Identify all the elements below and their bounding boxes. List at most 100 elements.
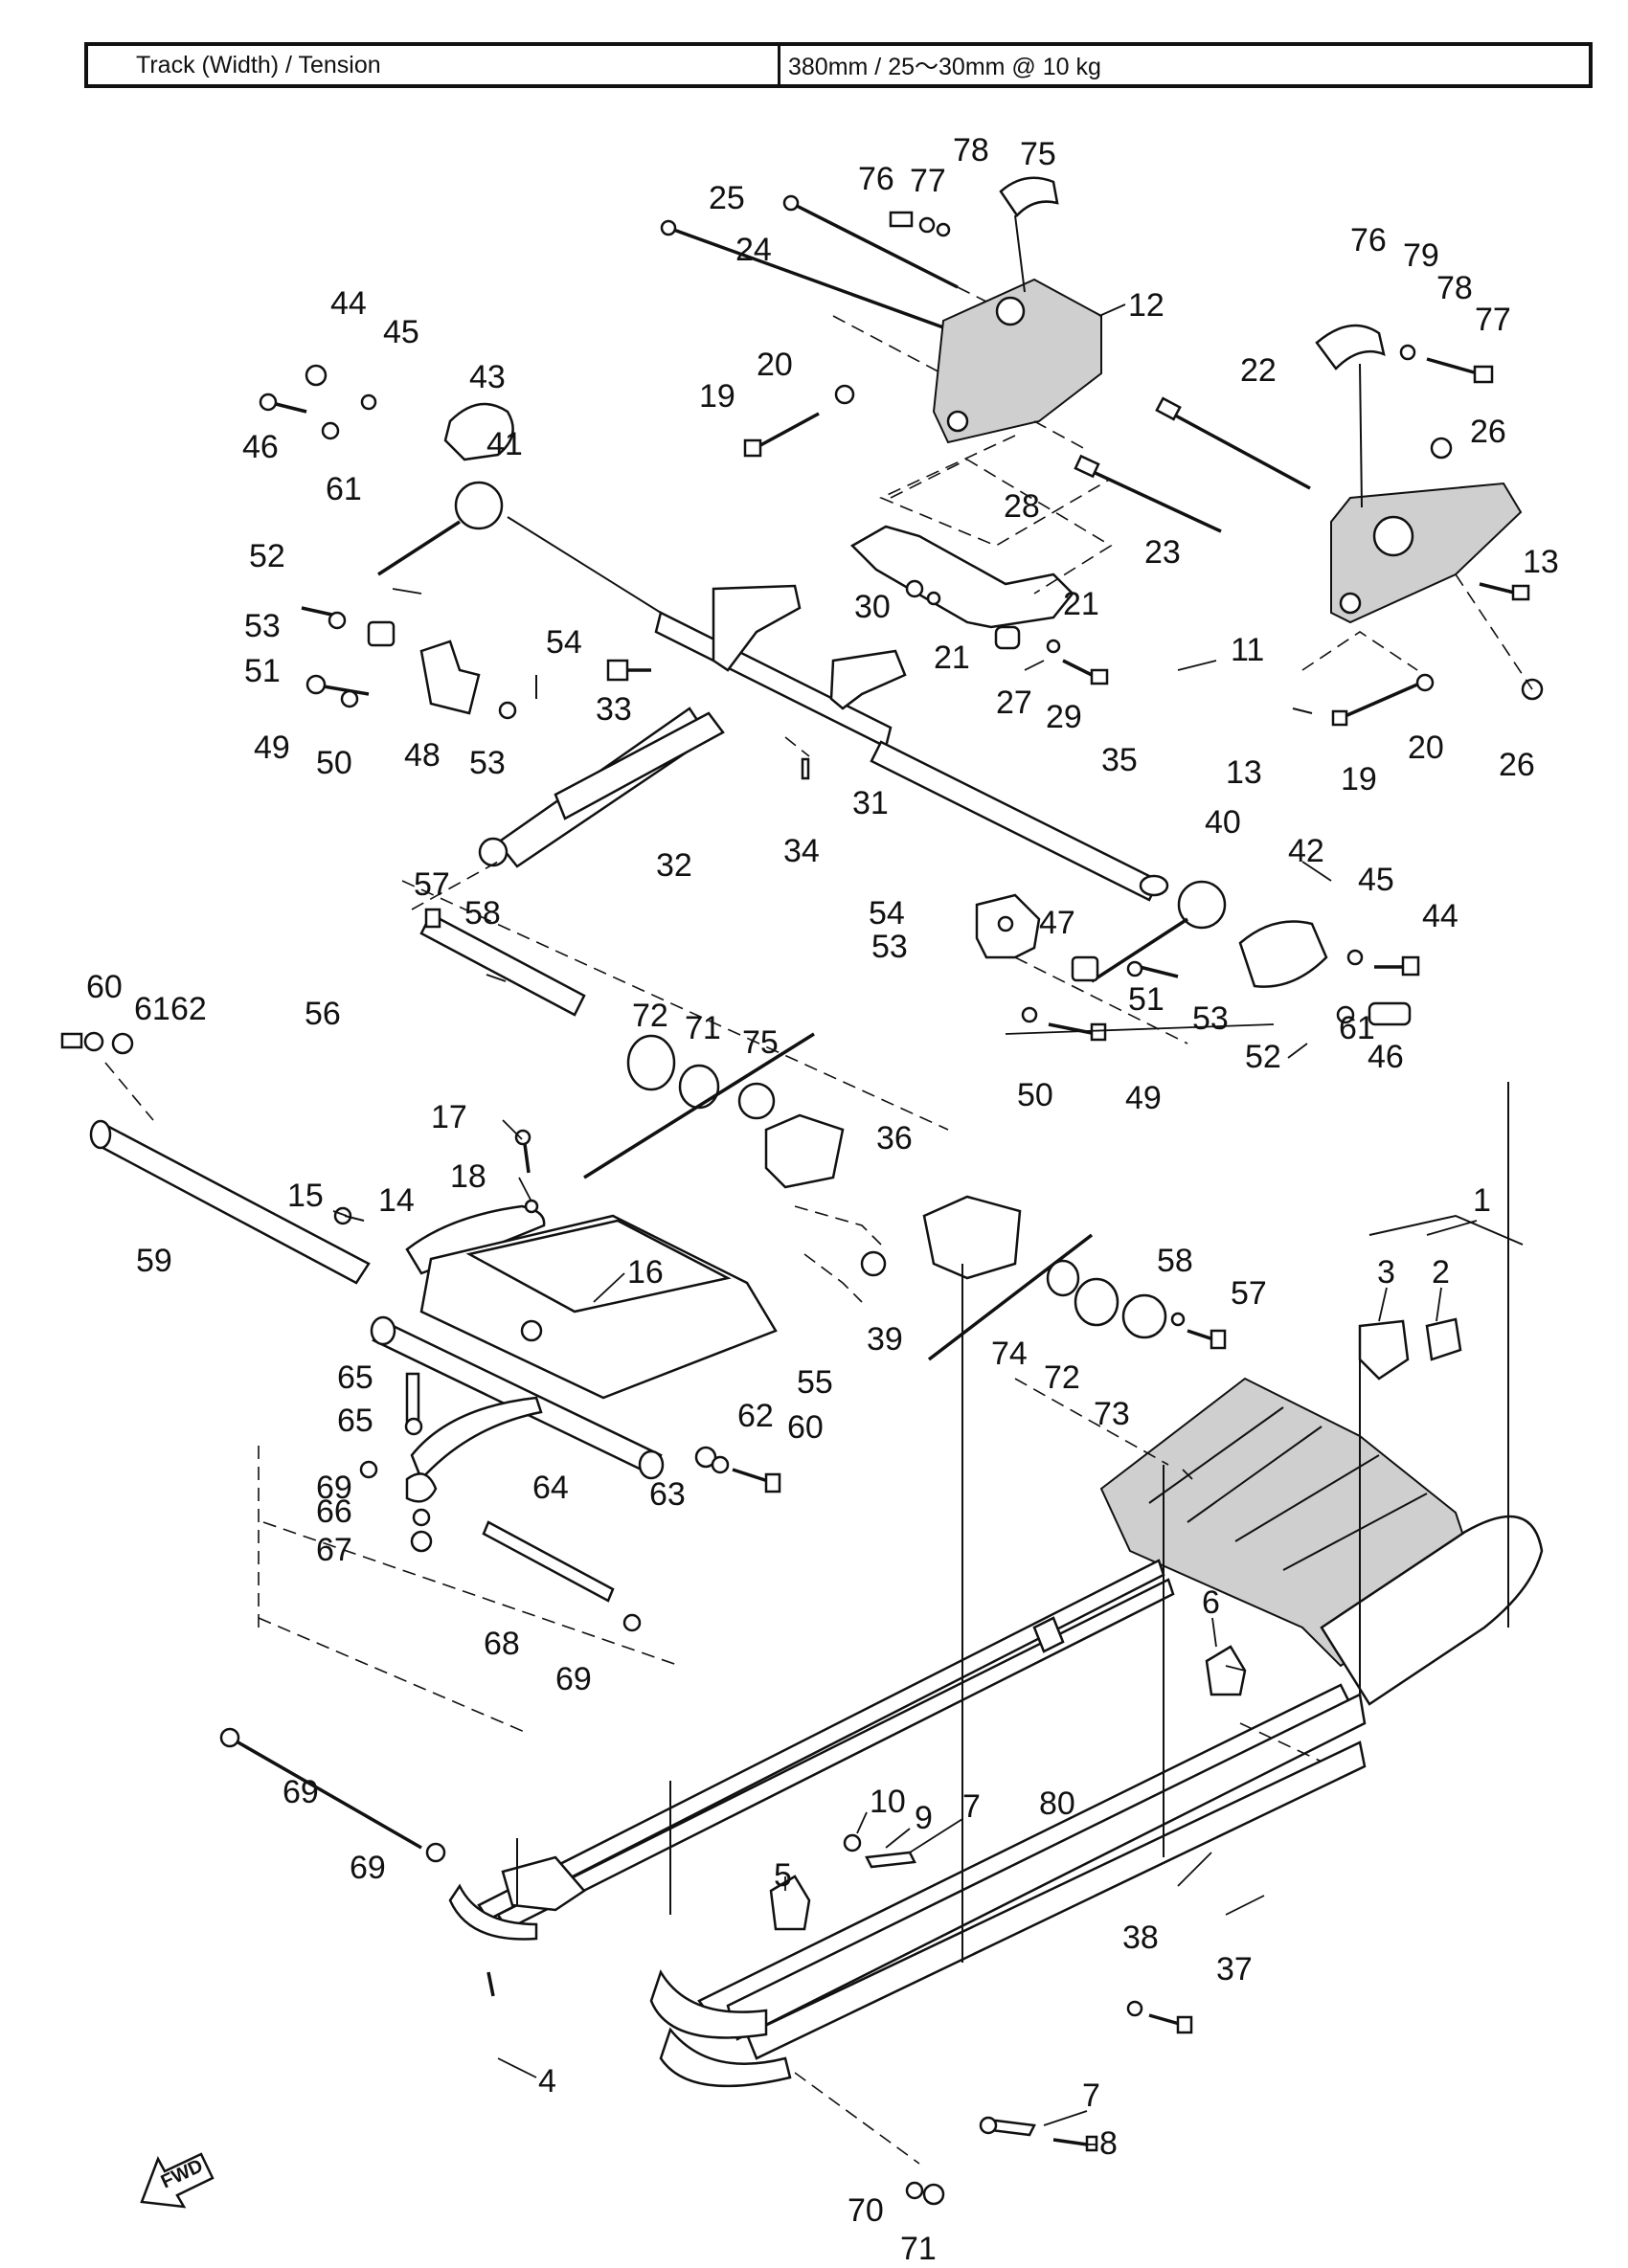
callout-30: 30 — [854, 589, 891, 625]
callout-53c: 53 — [871, 929, 908, 965]
callout-70: 71 — [900, 2231, 937, 2267]
callout-71b: 72 — [1044, 1359, 1080, 1396]
callout-33: 33 — [596, 691, 632, 728]
callout-20b: 20 — [1408, 730, 1444, 766]
callout-69d: 70 — [848, 2192, 884, 2229]
callout-73: 74 — [991, 1336, 1028, 1372]
callout-9: 9 — [915, 1800, 933, 1836]
callout-54b: 54 — [869, 895, 905, 932]
callout-26a: 26 — [1470, 414, 1506, 450]
callout-79: 80 — [1039, 1785, 1075, 1822]
callout-76b: 77 — [1475, 302, 1511, 338]
callout-77b: 78 — [1436, 270, 1473, 306]
callout-49b: 49 — [1125, 1080, 1162, 1116]
callout-38: 38 — [1122, 1920, 1159, 1956]
callout-5: 5 — [774, 1857, 792, 1894]
callout-21a: 21 — [1063, 586, 1099, 622]
callout-69c: 69 — [350, 1850, 386, 1886]
callout-69b: 69 — [555, 1661, 592, 1697]
callout-12: 12 — [1128, 287, 1164, 324]
callout-74: 75 — [742, 1024, 779, 1061]
callout-4: 4 — [538, 2063, 556, 2100]
callout-61c: 61 — [1339, 1010, 1375, 1046]
callout-61d: 62 — [737, 1398, 774, 1434]
callout-36: 36 — [876, 1120, 913, 1156]
callout-58a: 58 — [464, 895, 501, 932]
callout-75b: 76 — [1350, 222, 1387, 258]
callout-54a: 54 — [546, 624, 582, 661]
callout-27: 27 — [996, 685, 1032, 721]
callout-53d: 53 — [1192, 1000, 1229, 1037]
callout-65a: 65 — [337, 1403, 373, 1439]
callout-26b: 26 — [1499, 747, 1535, 783]
callout-51b: 51 — [1128, 981, 1164, 1018]
callout-75a: 75 — [1020, 136, 1056, 172]
callout-35: 35 — [1101, 742, 1138, 778]
callout-65b: 66 — [316, 1493, 352, 1530]
callout-31: 31 — [852, 785, 889, 821]
callout-67: 68 — [484, 1626, 520, 1662]
callout-20a: 20 — [757, 347, 793, 383]
callout-57b: 57 — [1231, 1275, 1267, 1312]
callout-16: 16 — [627, 1254, 664, 1291]
callout-77a: 77 — [910, 163, 946, 199]
callout-3: 3 — [1377, 1254, 1395, 1291]
callout-24: 24 — [735, 232, 772, 268]
callout-1: 1 — [1473, 1182, 1491, 1219]
callout-13b: 13 — [1226, 754, 1262, 791]
callout-50a: 50 — [316, 745, 352, 781]
callout-76a: 76 — [858, 161, 894, 197]
callout-28: 28 — [1004, 488, 1040, 525]
callout-17: 17 — [431, 1099, 467, 1135]
callout-25: 25 — [709, 180, 745, 216]
callout-44a: 44 — [330, 285, 367, 322]
callout-7b: 7 — [1082, 2077, 1100, 2114]
spec-row: Track (Width) / Tension 380mm / 25～30mm … — [84, 42, 1593, 88]
callout-39: 39 — [867, 1321, 903, 1358]
callout-8: 8 — [1099, 2125, 1118, 2162]
callout-72b: 73 — [1094, 1396, 1130, 1432]
callout-61a: 61 — [134, 991, 170, 1027]
callout-63: 64 — [532, 1470, 569, 1506]
callout-51a: 51 — [244, 653, 281, 689]
callout-49a: 49 — [254, 730, 290, 766]
callout-45b: 45 — [1358, 862, 1394, 898]
callout-11: 11 — [1231, 632, 1264, 668]
callout-78a: 78 — [953, 132, 989, 168]
callout-62a: 62 — [170, 991, 207, 1027]
callout-55: 55 — [797, 1364, 833, 1401]
spec-label: Track (Width) / Tension — [84, 42, 780, 88]
callout-13a: 13 — [1523, 544, 1559, 580]
callout-48: 48 — [404, 737, 441, 774]
callout-45a: 45 — [383, 314, 419, 350]
callout-53a: 53 — [244, 608, 281, 644]
callout-7a: 7 — [962, 1788, 981, 1825]
callout-22: 22 — [1240, 352, 1277, 389]
callout-50b: 50 — [1017, 1077, 1053, 1113]
callout-68: 69 — [283, 1774, 319, 1810]
callout-66: 67 — [316, 1532, 352, 1568]
callout-52a: 52 — [249, 538, 285, 574]
callout-64: 65 — [337, 1359, 373, 1396]
callout-60a: 60 — [86, 969, 123, 1005]
spec-table: Track (Width) / Tension 380mm / 25～30mm … — [84, 42, 1593, 88]
callout-19b: 19 — [1341, 761, 1377, 797]
line-art — [60, 176, 1544, 2206]
callout-29: 29 — [1046, 699, 1082, 735]
callout-46a: 46 — [242, 429, 279, 465]
callout-72a: 72 — [632, 998, 668, 1034]
callout-69a: 69 — [316, 1470, 352, 1506]
callout-15: 15 — [287, 1178, 324, 1214]
callout-21b: 21 — [934, 640, 970, 676]
callout-53b: 53 — [469, 745, 506, 781]
callout-57a: 57 — [414, 866, 450, 903]
callout-14: 14 — [378, 1182, 415, 1219]
callout-52b: 52 — [1245, 1039, 1281, 1075]
callout-18: 18 — [450, 1158, 486, 1195]
callout-47: 47 — [1039, 905, 1075, 941]
fwd-arrow: FWD — [140, 2152, 215, 2209]
callout-44b: 44 — [1422, 898, 1458, 934]
callout-34: 34 — [783, 833, 820, 869]
leader-lines — [332, 303, 1478, 2145]
